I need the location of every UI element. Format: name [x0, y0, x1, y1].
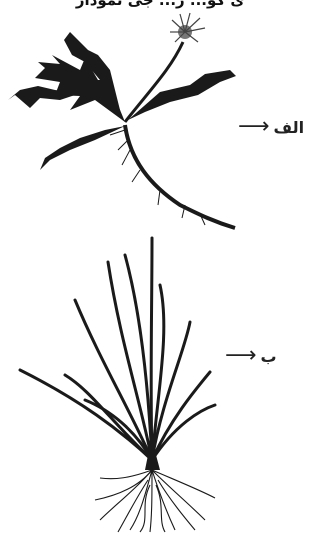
grass-blades: [20, 238, 215, 460]
plant-a-dandelion: [8, 13, 236, 228]
label-b-text: ب: [261, 347, 277, 366]
dandelion-flower-icon: [170, 13, 205, 42]
leaf-right: [128, 70, 236, 120]
fibrous-roots: [95, 470, 215, 532]
label-a-text: الف: [274, 118, 305, 137]
taproot: [125, 125, 235, 228]
flower-stalk: [125, 42, 183, 122]
plant-b-grass: [20, 238, 215, 532]
figure-caption: ی گو... ر... جی نمودار: [0, 0, 320, 9]
label-a: ⟶ الف: [238, 116, 304, 138]
arrow-right-icon: ⟶: [225, 345, 257, 367]
leaf-bottom-left: [40, 126, 125, 170]
label-b: ⟶ ب: [225, 345, 277, 367]
arrow-right-icon: ⟶: [238, 116, 270, 138]
